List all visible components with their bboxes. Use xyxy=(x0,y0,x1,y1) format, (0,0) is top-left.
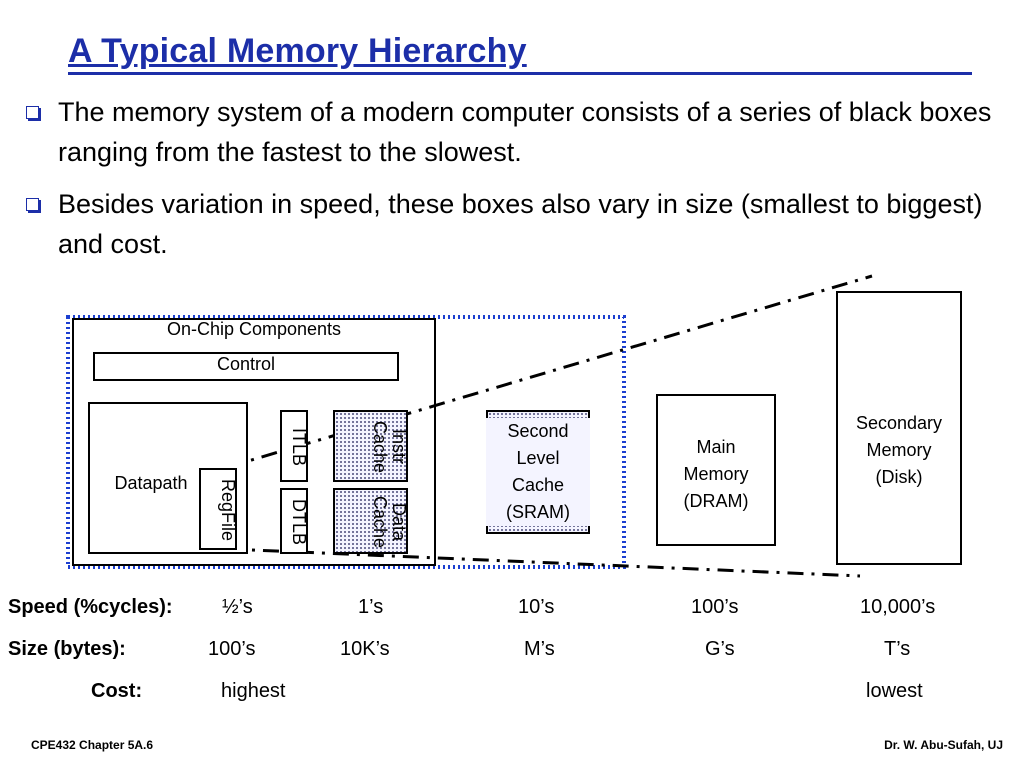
datapath-label: Datapath xyxy=(114,473,188,493)
bullet-2-text: Besides variation in speed, these boxes … xyxy=(58,189,983,259)
speed-value: ½’s xyxy=(222,596,253,618)
slide-title: A Typical Memory Hierarchy xyxy=(68,32,527,70)
cache-region-frame xyxy=(66,315,626,569)
cost-value: highest xyxy=(221,680,286,702)
size-value: 10K’s xyxy=(340,638,390,660)
itlb-label: ITLB xyxy=(289,427,309,466)
size-value: M’s xyxy=(524,638,555,660)
speed-value: 1’s xyxy=(358,596,384,618)
dtlb-box xyxy=(280,488,308,554)
data-cache-box xyxy=(333,488,408,554)
itlb-box xyxy=(280,410,308,482)
secondary-memory-box xyxy=(836,291,962,565)
on-chip-label: On-Chip Components xyxy=(166,319,342,339)
instr-cache-label: Instr Cache xyxy=(370,420,409,474)
data-cache-label: Data Cache xyxy=(370,495,409,549)
cost-label: Cost: xyxy=(91,680,143,702)
size-value: T’s xyxy=(884,638,911,660)
main-memory-label: Main Memory (DRAM) xyxy=(683,437,749,511)
instr-cache-box xyxy=(333,410,408,482)
size-value: G’s xyxy=(705,638,735,660)
bullet-square-icon xyxy=(26,106,39,119)
cost-value: lowest xyxy=(866,680,923,702)
speed-value: 10’s xyxy=(518,596,555,618)
main-memory-box xyxy=(656,394,776,546)
speed-label: Speed (%cycles): xyxy=(8,596,173,618)
footer-right: Dr. W. Abu-Sufah, UJ xyxy=(884,738,1003,752)
size-value: 100’s xyxy=(208,638,256,660)
title-underline xyxy=(68,72,972,75)
bullet-1: The memory system of a modern computer c… xyxy=(26,92,1016,172)
speed-value: 10,000’s xyxy=(860,596,936,618)
on-chip-box xyxy=(72,318,436,566)
footer-left: CPE432 Chapter 5A.6 xyxy=(31,738,154,752)
regfile-box xyxy=(199,468,237,550)
regfile-label: RegFile xyxy=(218,478,238,542)
bullet-1-text: The memory system of a modern computer c… xyxy=(58,97,992,167)
secondary-memory-label: Secondary Memory (Disk) xyxy=(855,413,943,487)
bullet-2: Besides variation in speed, these boxes … xyxy=(26,184,1016,264)
control-box xyxy=(93,352,399,381)
dtlb-label: DTLB xyxy=(289,498,309,545)
bullet-square-icon xyxy=(26,198,39,211)
control-label: Control xyxy=(216,354,276,374)
size-label: Size (bytes): xyxy=(8,638,126,660)
speed-value: 100’s xyxy=(691,596,739,618)
second-level-cache-label: Second Level Cache (SRAM) xyxy=(486,418,590,526)
